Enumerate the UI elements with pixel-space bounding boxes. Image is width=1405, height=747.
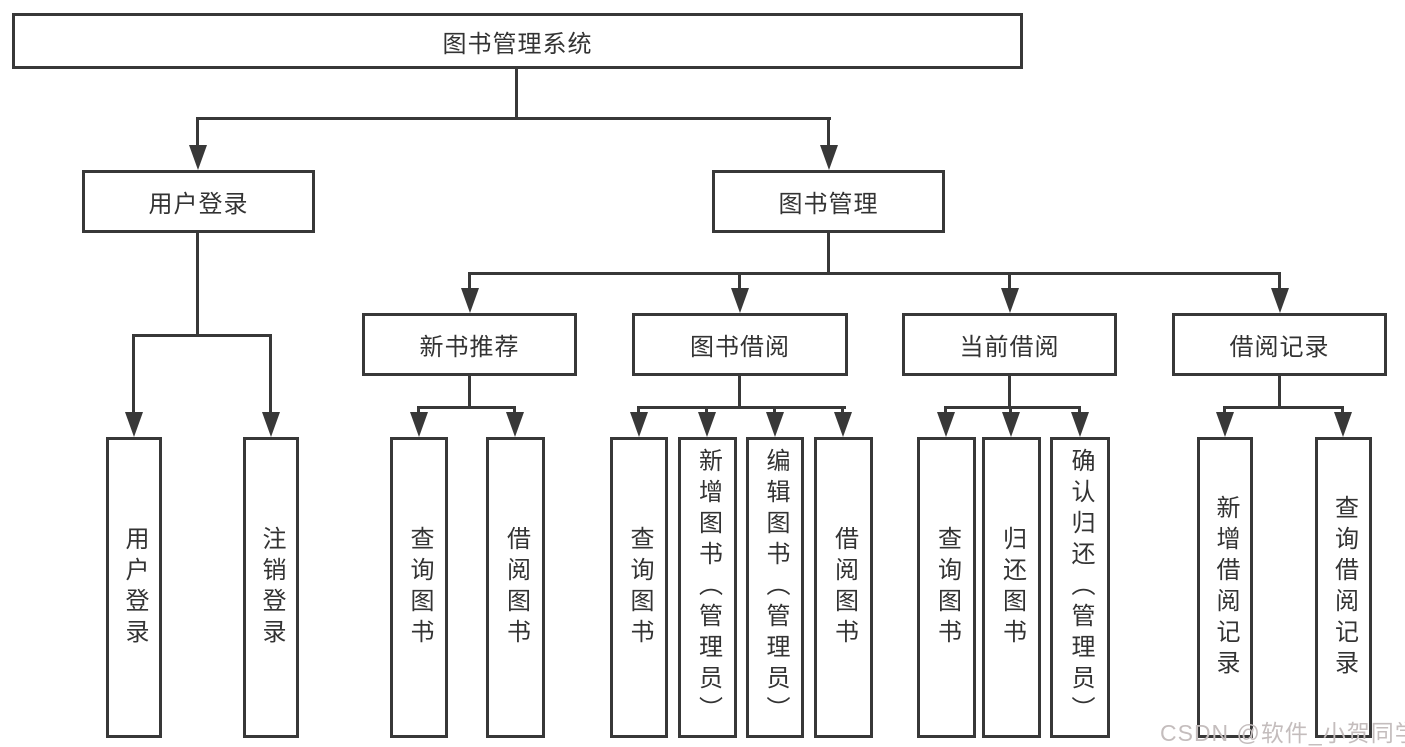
leaf-edit-book-admin: 编辑图书（管理员） — [746, 437, 804, 738]
connector-shaft-new-book — [468, 273, 471, 291]
arrowhead-new-book — [461, 288, 479, 313]
arrowhead-leaf-logout — [262, 412, 280, 437]
connector-book-borrow-branch — [637, 406, 846, 409]
connector-current-borrow-branch — [944, 406, 1081, 409]
connector-shaft-leaf-login — [132, 335, 135, 415]
node-label: 用户登录 — [148, 191, 249, 218]
arrowhead-b3 — [766, 412, 784, 437]
node-label: 图书借阅 — [690, 334, 790, 361]
connector-shaft-user-login — [196, 118, 199, 148]
arrowhead-borrow-record — [1271, 288, 1289, 313]
connector-shaft-b1 — [637, 407, 640, 415]
connector-shaft-r2 — [1341, 407, 1344, 415]
arrowhead-leaf-login — [125, 412, 143, 437]
connector-shaft-b2 — [705, 407, 708, 415]
leaf-query-book: 查询图书 — [390, 437, 448, 738]
arrowhead-c1 — [937, 412, 955, 437]
leaf-add-borrow-record: 新增借阅记录 — [1197, 437, 1253, 738]
node-label: 借阅记录 — [1229, 334, 1330, 361]
arrowhead-r2 — [1334, 412, 1352, 437]
connector-shaft-borrow-record — [1278, 273, 1281, 291]
connector-borrow-record-stem — [1278, 376, 1281, 409]
node-library-management-system: 图书管理系统 — [12, 13, 1023, 69]
leaf-confirm-return-admin: 确认归还（管理员） — [1050, 437, 1110, 738]
node-current-borrow: 当前借阅 — [902, 313, 1117, 376]
connector-user-login-stem — [196, 233, 199, 337]
connector-shaft-b3 — [773, 407, 776, 415]
node-book-borrow: 图书借阅 — [632, 313, 848, 376]
arrowhead-n2 — [506, 412, 524, 437]
arrowhead-current-borrow — [1001, 288, 1019, 313]
leaf-return-book: 归还图书 — [982, 437, 1041, 738]
leaf-query-book-2: 查询图书 — [610, 437, 668, 738]
connector-shaft-book-borrow — [738, 273, 741, 291]
node-label: 新书推荐 — [419, 334, 520, 361]
connector-shaft-c3 — [1078, 407, 1081, 415]
arrowhead-book-borrow — [731, 288, 749, 313]
node-borrow-record: 借阅记录 — [1172, 313, 1387, 376]
arrowhead-n1 — [410, 412, 428, 437]
connector-user-login-branch — [132, 334, 272, 337]
node-label: 图书管理 — [778, 191, 879, 218]
arrowhead-c3 — [1071, 412, 1089, 437]
leaf-query-book-3: 查询图书 — [917, 437, 976, 738]
connector-shaft-n2 — [513, 407, 516, 415]
node-book-management: 图书管理 — [712, 170, 945, 233]
arrowhead-book-mgmt — [820, 145, 838, 170]
connector-shaft-b4 — [841, 407, 844, 415]
leaf-add-book-admin: 新增图书（管理员） — [678, 437, 737, 738]
arrowhead-r1 — [1216, 412, 1234, 437]
connector-book-borrow-stem — [738, 376, 741, 409]
arrowhead-b2 — [698, 412, 716, 437]
node-label: 图书管理系统 — [442, 30, 593, 58]
leaf-logout: 注销登录 — [243, 437, 299, 738]
connector-root-branch — [196, 117, 831, 120]
connector-shaft-c1 — [944, 407, 947, 415]
node-new-book-recommend: 新书推荐 — [362, 313, 577, 376]
arrowhead-b4 — [834, 412, 852, 437]
connector-shaft-current-borrow — [1008, 273, 1011, 291]
connector-shaft-c2 — [1009, 407, 1012, 415]
arrowhead-c2 — [1002, 412, 1020, 437]
leaf-user-login: 用户登录 — [106, 437, 162, 738]
connector-shaft-leaf-logout — [269, 335, 272, 415]
connector-current-borrow-stem — [1008, 376, 1011, 409]
leaf-query-borrow-record: 查询借阅记录 — [1315, 437, 1372, 738]
connector-book-mgmt-stem — [827, 233, 830, 275]
connector-borrow-record-branch — [1223, 406, 1344, 409]
leaf-borrow-book: 借阅图书 — [486, 437, 545, 738]
arrowhead-user-login — [189, 145, 207, 170]
node-user-login: 用户登录 — [82, 170, 315, 233]
csdn-watermark: CSDN @软件_小贺同学 — [1160, 720, 1405, 746]
connector-new-book-stem — [468, 376, 471, 409]
node-label: 当前借阅 — [959, 334, 1060, 361]
connector-new-book-branch — [417, 406, 516, 409]
connector-shaft-r1 — [1223, 407, 1226, 415]
connector-shaft-book-mgmt — [827, 118, 830, 148]
arrowhead-b1 — [630, 412, 648, 437]
connector-shaft-n1 — [417, 407, 420, 415]
connector-book-mgmt-branch — [468, 272, 1281, 275]
connector-root-stem — [515, 69, 518, 119]
leaf-borrow-book-2: 借阅图书 — [814, 437, 873, 738]
